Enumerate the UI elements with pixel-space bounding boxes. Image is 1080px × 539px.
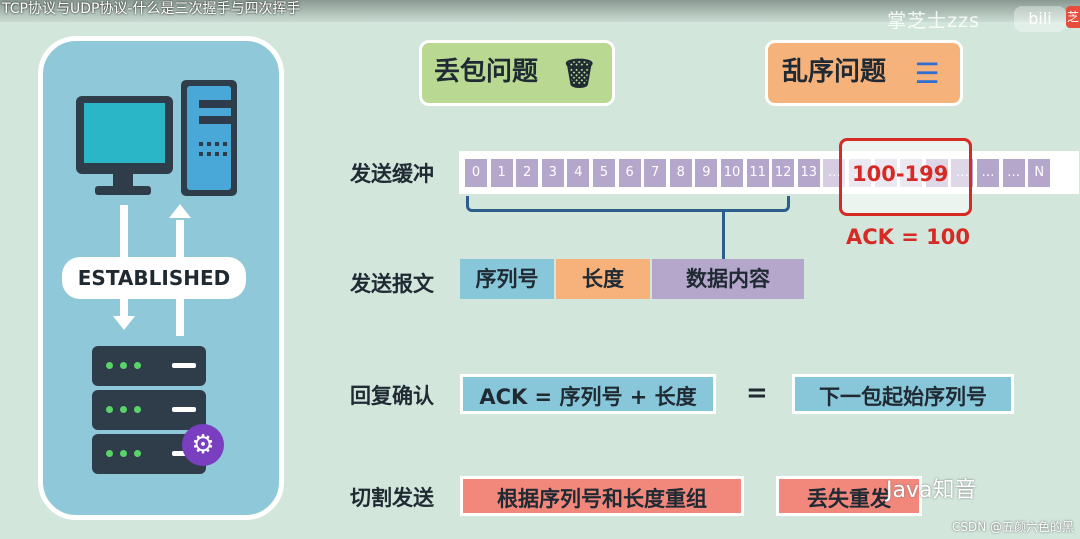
buffer-cell: 0 — [465, 159, 487, 187]
range-highlight — [839, 138, 972, 216]
buffer-cell: 9 — [695, 159, 718, 187]
bilibili-logo: bili — [1014, 6, 1066, 32]
field-seq: 序列号 — [460, 259, 554, 299]
monitor-neck — [113, 174, 133, 186]
buffer-cell: N — [1028, 159, 1051, 187]
buffer-cell: 1 — [490, 159, 513, 187]
ack-value: ACK = 100 — [846, 225, 970, 249]
list-icon: ☰ — [914, 57, 940, 90]
field-data: 数据内容 — [652, 259, 804, 299]
buffer-cell: 4 — [567, 159, 590, 187]
field-len: 长度 — [556, 259, 650, 299]
range-label: 100-199 — [852, 162, 949, 186]
monitor-icon — [76, 96, 173, 174]
resend-box: 丢失重发 — [776, 476, 922, 516]
buffer-cell: 12 — [772, 159, 795, 187]
arrow-up-icon — [169, 204, 191, 218]
buffer-cell: 13 — [797, 159, 820, 187]
watermark-top-right: 掌芝士zzs — [887, 10, 980, 32]
row-label-reply-ack: 回复确认 — [350, 384, 434, 408]
server-unit-1 — [92, 346, 206, 386]
buffer-cell: 5 — [593, 159, 615, 187]
server-unit-2 — [92, 390, 206, 430]
csdn-watermark: CSDN @五颜六色的黑 — [951, 520, 1074, 534]
buffer-cell: 6 — [618, 159, 641, 187]
next-seq-box: 下一包起始序列号 — [792, 374, 1014, 414]
equals-sign: = — [746, 378, 768, 408]
reassemble-box: 根据序列号和长度重组 — [460, 476, 744, 516]
arrow-down-icon — [113, 316, 135, 330]
row-label-send-buffer: 发送缓冲 — [350, 162, 434, 186]
trash-icon: 🗑 — [561, 57, 597, 90]
pc-tower-icon — [181, 80, 237, 196]
buffer-cell: 8 — [669, 159, 692, 187]
out-of-order-label: 乱序问题 — [782, 57, 887, 87]
buffer-cell: 3 — [541, 159, 564, 187]
buffer-cell: … — [1002, 159, 1025, 187]
monitor-foot — [95, 186, 151, 195]
gear-icon: ⚙ — [182, 424, 224, 466]
ack-formula: ACK = 序列号 + 长度 — [460, 374, 716, 414]
row-label-split-send: 切割发送 — [350, 486, 434, 510]
packet-loss-label: 丢包问题 — [434, 57, 539, 87]
out-of-order-tag: 乱序问题 ☰ — [765, 40, 963, 106]
established-badge: ESTABLISHED — [62, 257, 246, 299]
buffer-cell: 7 — [644, 159, 667, 187]
segment-brace-stem — [722, 211, 725, 261]
packet-loss-tag: 丢包问题 🗑 — [419, 40, 615, 106]
buffer-cell: 2 — [516, 159, 539, 187]
buffer-cell: 11 — [746, 159, 769, 187]
buffer-cell: … — [977, 159, 999, 187]
buffer-cell: 10 — [721, 159, 743, 187]
corner-logo: 芝 — [1066, 6, 1080, 28]
video-title: TCP协议与UDP协议-什么是三次握手与四次挥手 — [2, 1, 301, 17]
wechat-watermark: Java知音 — [886, 478, 977, 503]
segment-brace — [466, 196, 790, 212]
row-label-send-packet: 发送报文 — [350, 272, 434, 296]
video-title-bar — [0, 0, 1080, 22]
